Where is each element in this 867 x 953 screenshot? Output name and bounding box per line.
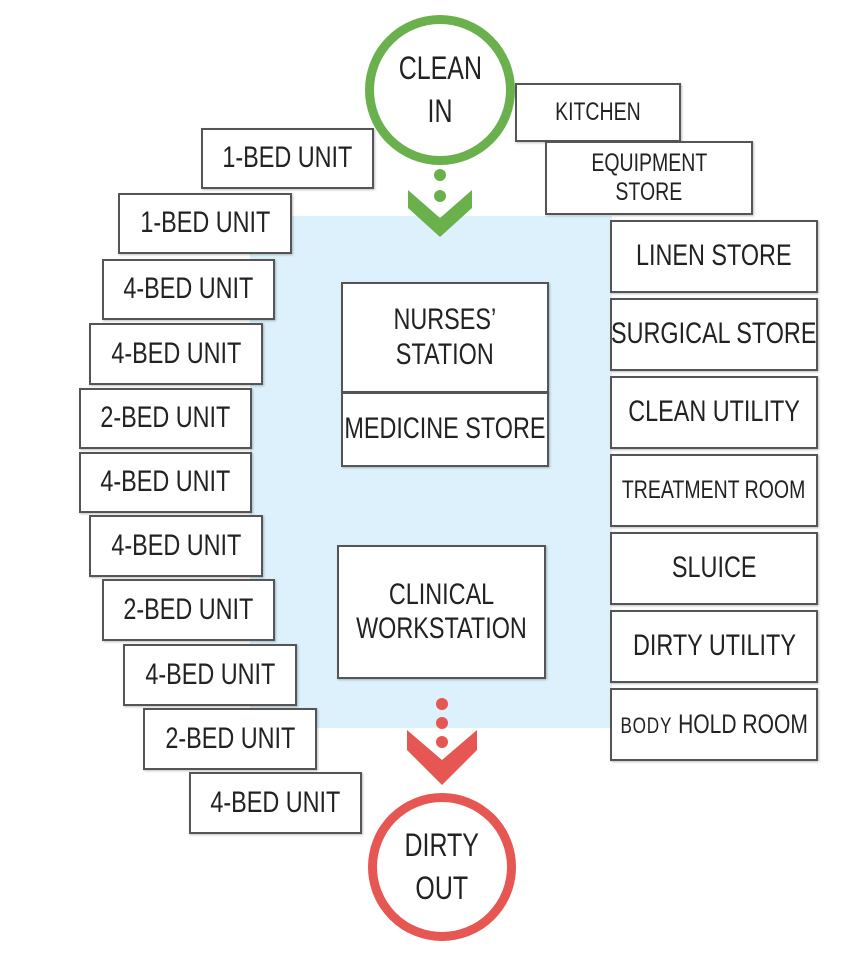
clinical-workstation-box: CLINICAL WORKSTATION xyxy=(337,545,546,679)
medicine-store-label: MEDICINE STORE xyxy=(344,412,546,446)
equipment-label-line2: STORE xyxy=(615,178,683,206)
room-label: SLUICE xyxy=(671,551,757,585)
dirty-out-line1: DIRTY xyxy=(404,826,480,863)
unit-label: 1-BED UNIT xyxy=(139,206,271,240)
unit-box: 4-BED UNIT xyxy=(79,452,252,513)
unit-box: 4-BED UNIT xyxy=(89,323,263,385)
room-label: SURGICAL STORE xyxy=(611,317,817,351)
clinical-line1: CLINICAL xyxy=(388,577,495,611)
unit-label: 4-BED UNIT xyxy=(100,465,231,499)
nurses-station-box: NURSES’ STATION xyxy=(341,282,549,393)
room-box: SURGICAL STORE xyxy=(610,298,818,371)
unit-label: 2-BED UNIT xyxy=(123,592,254,626)
clean-in-line2: IN xyxy=(427,93,453,129)
unit-box: 1-BED UNIT xyxy=(201,128,374,189)
equipment-store-box: EQUIPMENT STORE xyxy=(545,141,753,215)
body-hold-prefix: BODY xyxy=(620,712,673,738)
unit-box: 2-BED UNIT xyxy=(102,579,275,641)
unit-box: 4-BED UNIT xyxy=(89,515,263,577)
clean-in-line1: CLEAN xyxy=(398,49,482,86)
unit-box: 4-BED UNIT xyxy=(102,259,275,320)
equipment-label-line1: EQUIPMENT xyxy=(591,149,707,178)
room-label: CLEAN UTILITY xyxy=(628,395,800,429)
room-label: LINEN STORE xyxy=(636,239,792,273)
dirty-out-circle: DIRTY OUT xyxy=(368,793,516,941)
unit-label: 4-BED UNIT xyxy=(110,336,242,370)
nurses-station-line2: STATION xyxy=(396,337,494,371)
unit-label: 1-BED UNIT xyxy=(222,141,353,175)
unit-label: 4-BED UNIT xyxy=(123,272,254,306)
kitchen-label: KITCHEN xyxy=(555,98,641,127)
body-hold-room-box: BODY HOLD ROOM xyxy=(610,688,818,761)
room-box: LINEN STORE xyxy=(610,220,818,293)
room-box: TREATMENT ROOM xyxy=(610,454,818,527)
kitchen-box: KITCHEN xyxy=(515,83,681,142)
room-label: TREATMENT ROOM xyxy=(622,476,806,505)
body-hold-label: HOLD ROOM xyxy=(677,708,808,739)
unit-box: 2-BED UNIT xyxy=(143,708,317,770)
room-box: DIRTY UTILITY xyxy=(610,610,818,683)
dirty-out-line2: OUT xyxy=(415,870,469,906)
medicine-store-box: MEDICINE STORE xyxy=(341,392,549,467)
nurses-station-line1: NURSES’ xyxy=(393,303,497,336)
unit-label: 4-BED UNIT xyxy=(144,657,276,691)
unit-label: 4-BED UNIT xyxy=(110,528,242,562)
unit-label: 2-BED UNIT xyxy=(164,721,296,755)
clinical-line2: WORKSTATION xyxy=(356,612,527,645)
unit-label: 4-BED UNIT xyxy=(210,785,341,819)
clean-in-circle: CLEAN IN xyxy=(365,15,515,165)
unit-box: 1-BED UNIT xyxy=(118,193,292,254)
room-box: CLEAN UTILITY xyxy=(610,376,818,449)
unit-box: 4-BED UNIT xyxy=(123,644,297,706)
room-label: DIRTY UTILITY xyxy=(632,629,796,663)
unit-box: 2-BED UNIT xyxy=(79,388,252,449)
room-box: SLUICE xyxy=(610,532,818,605)
unit-label: 2-BED UNIT xyxy=(100,401,231,435)
clean-arrow-icon xyxy=(408,169,472,237)
unit-box: 4-BED UNIT xyxy=(189,772,362,834)
dirty-arrow-icon xyxy=(407,698,477,785)
